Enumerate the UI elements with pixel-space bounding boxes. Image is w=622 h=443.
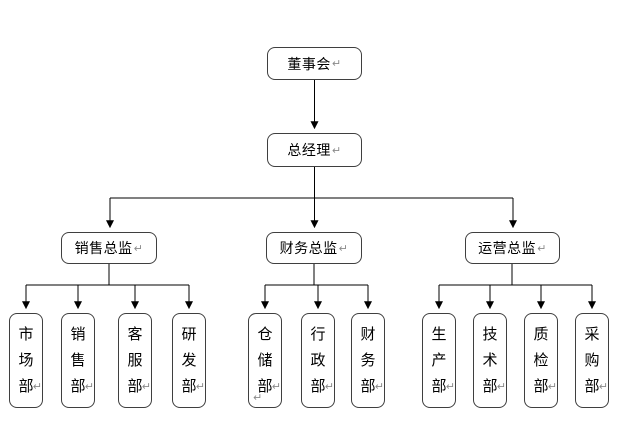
dept-node-warehouse[interactable]: 仓储部 ↵ ↵ bbox=[248, 313, 282, 408]
director-label: 财务总监 bbox=[279, 241, 338, 257]
paragraph-mark-icon: ↵ bbox=[141, 380, 151, 393]
dept-label: 质检部 bbox=[533, 325, 549, 395]
dept-node-rnd[interactable]: 研发部 ↵ bbox=[172, 313, 206, 408]
dept-node-finance[interactable]: 财务部 ↵ bbox=[351, 313, 385, 408]
paragraph-mark-icon: ↵ bbox=[374, 380, 384, 393]
general-manager-node[interactable]: 总经理↵ bbox=[267, 133, 362, 167]
dept-node-marketing[interactable]: 市场部 ↵ bbox=[9, 313, 43, 408]
dept-node-production[interactable]: 生产部 ↵ bbox=[422, 313, 456, 408]
dept-node-admin[interactable]: 行政部 ↵ bbox=[301, 313, 335, 408]
dept-label: 采购部 bbox=[584, 325, 600, 395]
dept-label: 行政部 bbox=[310, 325, 326, 395]
paragraph-mark-icon: ↵ bbox=[445, 380, 455, 393]
paragraph-mark-icon: ↵ bbox=[331, 143, 342, 157]
paragraph-mark-icon: ↵ bbox=[195, 380, 205, 393]
paragraph-mark-icon: ↵ bbox=[324, 380, 334, 393]
dept-node-quality[interactable]: 质检部 ↵ bbox=[524, 313, 558, 408]
paragraph-mark-icon: ↵ bbox=[496, 380, 506, 393]
general-manager-label: 总经理 bbox=[287, 143, 331, 159]
director-node-operations[interactable]: 运营总监↵ bbox=[465, 232, 560, 264]
paragraph-mark-icon: ↵ bbox=[331, 57, 342, 70]
director-label: 运营总监 bbox=[478, 241, 537, 257]
dept-label: 财务部 bbox=[360, 325, 376, 395]
director-node-finance[interactable]: 财务总监↵ bbox=[266, 232, 362, 264]
dept-label: 销售部 bbox=[70, 325, 86, 395]
dept-label: 仓储部 bbox=[257, 325, 273, 395]
dept-node-technology[interactable]: 技术部 ↵ bbox=[473, 313, 507, 408]
paragraph-mark-icon: ↵ bbox=[537, 241, 547, 255]
board-label: 董事会 bbox=[287, 56, 331, 73]
director-label: 销售总监 bbox=[74, 241, 133, 257]
dept-node-customer-service[interactable]: 客服部 ↵ bbox=[118, 313, 152, 408]
paragraph-mark-icon: ↵ bbox=[271, 380, 281, 393]
paragraph-mark-icon: ↵ bbox=[547, 380, 557, 393]
dept-label: 客服部 bbox=[127, 325, 143, 395]
dept-label: 市场部 bbox=[18, 325, 34, 395]
paragraph-mark-icon: ↵ bbox=[338, 241, 349, 255]
dept-node-procurement[interactable]: 采购部 ↵ bbox=[575, 313, 609, 408]
director-node-sales[interactable]: 销售总监↵ bbox=[61, 232, 157, 264]
board-node[interactable]: 董事会↵ bbox=[267, 47, 362, 80]
dept-label: 研发部 bbox=[181, 325, 197, 395]
paragraph-mark-icon: ↵ bbox=[133, 241, 144, 255]
paragraph-mark-icon: ↵ bbox=[598, 380, 608, 393]
dept-node-sales[interactable]: 销售部 ↵ bbox=[61, 313, 95, 408]
paragraph-mark-icon: ↵ bbox=[32, 380, 42, 393]
dept-label: 生产部 bbox=[431, 325, 447, 395]
paragraph-mark-icon: ↵ bbox=[253, 391, 263, 404]
dept-label: 技术部 bbox=[482, 325, 498, 395]
paragraph-mark-icon: ↵ bbox=[84, 380, 94, 393]
